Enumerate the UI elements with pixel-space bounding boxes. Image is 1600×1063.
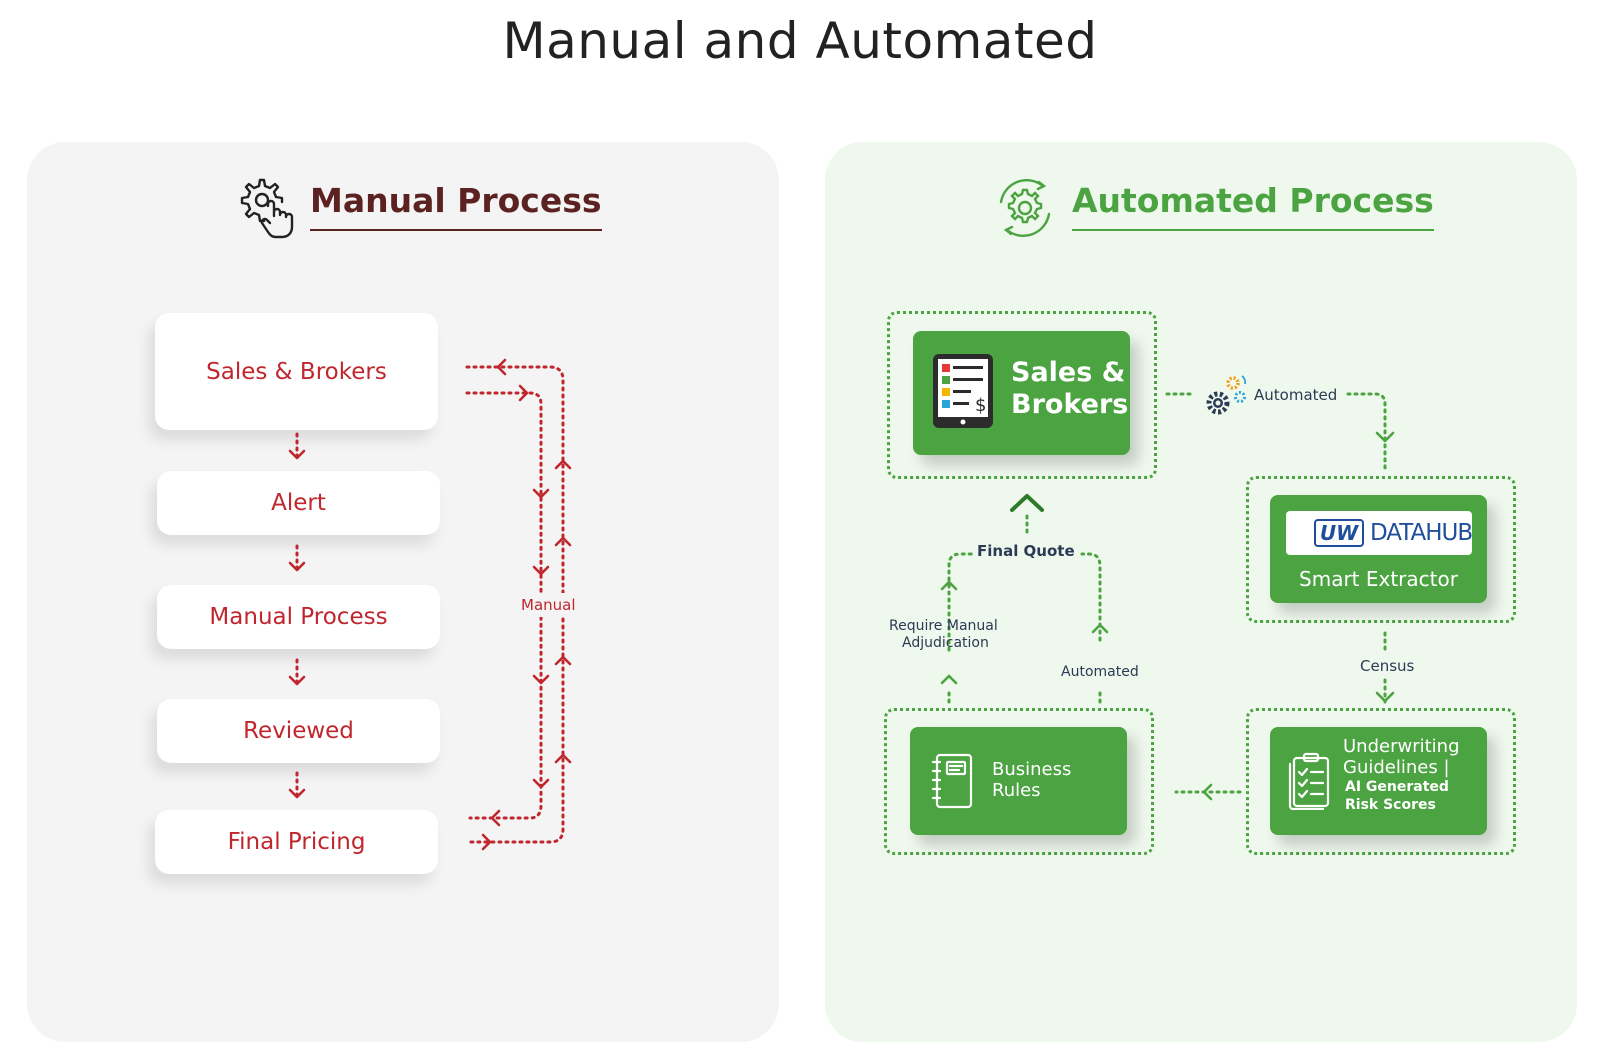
- step-label: Reviewed: [243, 718, 354, 744]
- uw-line3: AI Generated: [1345, 779, 1449, 795]
- automated-right-label: Automated: [1061, 664, 1139, 680]
- smart-extractor-card: UW DATAHUB Smart Extractor: [1270, 495, 1487, 603]
- step-label: Final Pricing: [227, 829, 366, 855]
- require-manual-label-2: Adjudication: [902, 635, 989, 651]
- require-manual-up2: [947, 552, 974, 652]
- manual-step-alert: Alert: [157, 471, 440, 535]
- sales-brokers-frame: [887, 311, 1157, 479]
- business-rules-frame: [884, 708, 1154, 855]
- smart-extractor-frame: [1246, 476, 1516, 623]
- manual-step-manual-process: Manual Process: [157, 585, 440, 649]
- to-smart-extractor: [1346, 392, 1387, 473]
- business-line2: Rules: [992, 780, 1041, 801]
- manual-step-reviewed: Reviewed: [157, 699, 440, 763]
- automated-top-label: Automated: [1254, 386, 1338, 404]
- underwriting-frame: [1246, 708, 1516, 855]
- business-rules-card: Business Rules: [910, 727, 1127, 835]
- uw-line4: Risk Scores: [1345, 797, 1436, 813]
- uw-logo-text: UW: [1319, 521, 1359, 545]
- auto-sales-brokers-card: $ Sales & Brokers: [913, 331, 1130, 455]
- automated-heading: Automated Process: [1072, 181, 1434, 231]
- uw-line1: Underwriting: [1343, 736, 1460, 757]
- smart-extractor-label: Smart Extractor: [1299, 567, 1458, 591]
- page-title: Manual and Automated: [502, 12, 1098, 70]
- underwriting-card: Underwriting Guidelines | AI Generated R…: [1270, 727, 1487, 835]
- gears-icon: [1206, 375, 1247, 415]
- step-label: Manual Process: [209, 604, 388, 630]
- final-quote-label: Final Quote: [977, 542, 1075, 560]
- manual-step-sales-brokers: Sales & Brokers: [155, 313, 438, 430]
- datahub-text: DATAHUB: [1370, 520, 1473, 546]
- datahub-logo: UW DATAHUB: [1286, 511, 1473, 555]
- step-label: Alert: [271, 490, 326, 516]
- gear-cycle-icon: [999, 179, 1051, 237]
- step-label: Sales & Brokers: [206, 358, 387, 385]
- uw-logo-mark: UW: [1314, 519, 1364, 547]
- sales-line2: Brokers: [1011, 389, 1129, 420]
- census-label: Census: [1360, 657, 1415, 675]
- automated-up2: [1080, 552, 1102, 642]
- final-quote-arrowhead: [1010, 494, 1044, 512]
- manual-step-final-pricing: Final Pricing: [155, 810, 438, 874]
- uw-line2: Guidelines |: [1343, 757, 1450, 778]
- require-manual-label-1: Require Manual: [889, 618, 998, 634]
- business-line1: Business: [992, 759, 1072, 780]
- invoice-tablet-icon: $: [933, 354, 993, 428]
- notebook-icon: [931, 753, 973, 809]
- sales-line1: Sales &: [1011, 357, 1126, 388]
- gear-hand-icon: [240, 178, 294, 239]
- manual-loop-label: Manual: [521, 596, 576, 614]
- svg-text:$: $: [975, 395, 986, 416]
- checklist-icon: [1288, 752, 1330, 810]
- manual-heading: Manual Process: [310, 181, 602, 231]
